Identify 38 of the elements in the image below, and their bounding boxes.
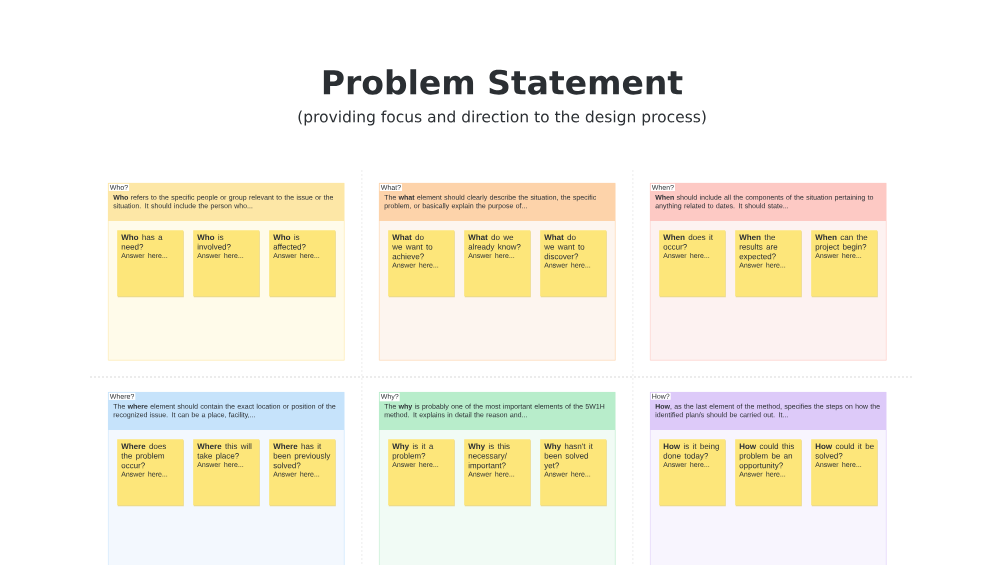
sticky-note [193,439,260,507]
sticky-note [659,439,726,507]
sticky-note [540,230,607,298]
sticky-note [464,230,531,298]
sticky-note [117,439,184,507]
subtitle: (providing focus and direction to the design process) [298,110,706,126]
sticky-note [388,439,455,507]
question-text: Why is it a problem? [392,443,434,461]
sticky-note [735,439,802,507]
sticky-note [540,439,607,507]
title: Problem Statement [323,69,683,95]
sticky-note [659,230,726,298]
question-text: Why hasn't it been solved yet? [544,443,593,470]
sticky-note [269,230,336,298]
question-text: How could it be solved? [815,443,874,459]
question-text: Who is affected? [273,234,306,250]
sticky-note [193,230,260,298]
question-text: What do we want to achieve? [392,234,433,260]
sticky-note [269,439,336,507]
question-text: Why is this necessary/ important? [468,443,510,470]
sticky-note [117,230,184,298]
sticky-note [811,230,878,298]
sticky-note [388,230,455,298]
question-text: Where this will take place? [197,443,252,461]
question-text: Who has a need? [121,234,163,250]
question-text: How is it being done today? [663,443,719,461]
question-text: Who is involved? [197,234,231,250]
question-text: When the results are expected? [739,234,778,261]
sticky-note [464,439,531,507]
question-text: Where has it been previously solved? [273,443,331,469]
question-text: When can the project begin? [815,234,868,252]
question-text: What do we already know? [468,234,521,252]
question-text: What do we want to discover? [544,234,585,260]
question-text: How could this problem be an opportunity? [739,443,795,470]
question-text: When does it occur? [663,234,713,250]
sticky-note [735,230,802,298]
question-text: Where does the problem occur? [121,443,167,469]
sticky-note [811,439,878,507]
